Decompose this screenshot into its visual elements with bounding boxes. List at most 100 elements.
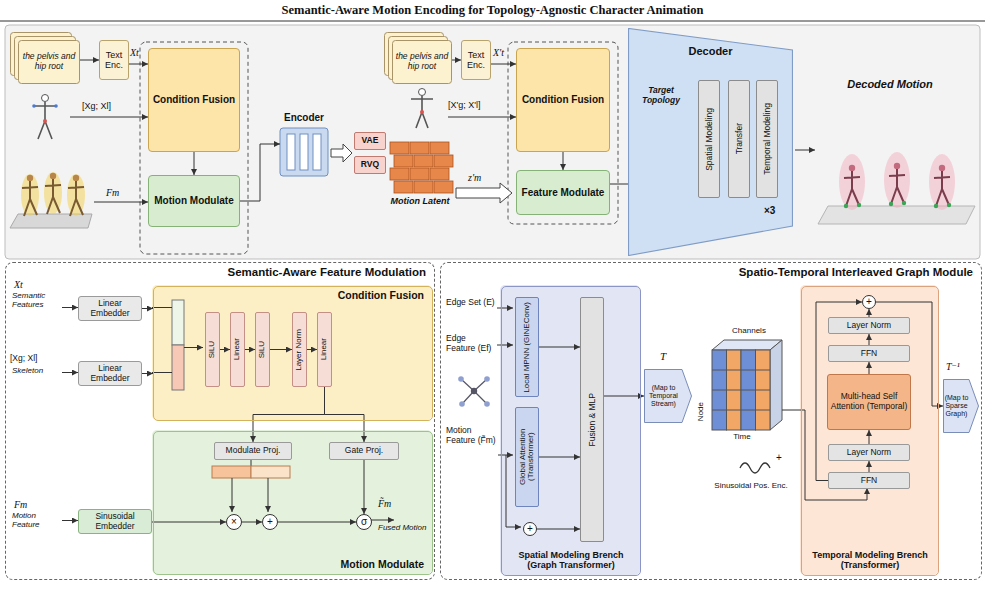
g-shape bbox=[712, 370, 770, 410]
use-shape bbox=[844, 165, 861, 208]
label-text: Sinusoidal Pos. Enc. bbox=[704, 482, 798, 491]
line-shape bbox=[712, 370, 770, 371]
node-text: Condition Fusion bbox=[153, 94, 235, 105]
connector bbox=[491, 64, 516, 65]
label-text: + bbox=[776, 452, 786, 463]
operator-circle: + bbox=[862, 295, 876, 309]
rect-shape bbox=[172, 300, 184, 345]
card-sheet bbox=[19, 41, 80, 84]
node-text: + bbox=[866, 296, 872, 307]
connector bbox=[242, 522, 262, 523]
node-text: Modulate Proj. bbox=[226, 446, 281, 456]
text-card: the pelvis and hip root bbox=[18, 40, 80, 84]
rect-shape bbox=[430, 142, 449, 154]
label-text: [Xg; Xl] bbox=[82, 101, 146, 111]
label-text: Edge Set (E) bbox=[446, 298, 496, 308]
line-shape bbox=[712, 410, 770, 411]
connector bbox=[539, 347, 580, 348]
rect-shape bbox=[394, 181, 413, 193]
node-text: Layer Norm bbox=[847, 321, 891, 331]
embedder-box: Linear Embedder bbox=[78, 361, 142, 386]
operator-circle: × bbox=[226, 514, 242, 530]
node-text: FFN bbox=[861, 349, 878, 359]
block-heading: Motion Modulate bbox=[341, 559, 424, 571]
node-text: SiLU bbox=[258, 341, 266, 358]
connector bbox=[142, 373, 153, 374]
rect-shape bbox=[434, 181, 453, 193]
node-text: Spatial Modeling bbox=[705, 108, 714, 171]
rect-shape bbox=[280, 128, 328, 176]
ellipse-shape bbox=[67, 174, 85, 216]
line-shape bbox=[0, 21, 985, 22]
layer-box: Layer Norm bbox=[828, 444, 910, 461]
node-text: + bbox=[267, 516, 273, 527]
connector bbox=[278, 522, 356, 523]
polygon-shape bbox=[818, 206, 975, 224]
ellipse-shape bbox=[884, 152, 910, 208]
connector bbox=[452, 60, 461, 61]
connector bbox=[325, 387, 365, 442]
line-shape bbox=[62, 520, 78, 521]
node-text: the pelvis and hip root bbox=[18, 52, 80, 71]
label-text: Fm bbox=[106, 187, 128, 198]
circle-shape bbox=[420, 110, 424, 114]
label-text: Xt bbox=[14, 279, 44, 290]
label-text: Channels bbox=[724, 327, 774, 336]
decoder-shape bbox=[629, 29, 793, 256]
line-shape bbox=[268, 478, 269, 512]
node-text: RVQ bbox=[361, 160, 379, 170]
node-text: Motion Modulate bbox=[154, 195, 233, 206]
layer-box: Transfer bbox=[728, 80, 750, 198]
rect-shape bbox=[313, 134, 321, 170]
layer-box: Layer Norm bbox=[292, 312, 307, 387]
rect-shape bbox=[5, 25, 980, 259]
label-text: Motion Feature (F̃m) bbox=[446, 426, 496, 445]
rect-shape bbox=[390, 142, 409, 154]
rect-shape bbox=[212, 466, 251, 478]
use-shape bbox=[22, 175, 38, 216]
circle-shape bbox=[484, 376, 490, 382]
connector bbox=[220, 349, 230, 350]
rect-shape bbox=[251, 466, 290, 478]
rect-shape bbox=[140, 42, 248, 254]
label-text: Time bbox=[726, 433, 758, 442]
node-text: VAE bbox=[362, 136, 379, 146]
circle-shape bbox=[43, 119, 47, 123]
layer-box: FFN bbox=[828, 472, 910, 489]
node-text: Temporal Modeling bbox=[763, 103, 772, 175]
node-text: Local MPNN (GINEConv) bbox=[523, 302, 531, 393]
modulate-box: Feature Modulate bbox=[516, 170, 610, 215]
label-text: T bbox=[660, 350, 676, 362]
layer-box: Global Attention (Transformer) bbox=[515, 407, 539, 507]
rect-shape bbox=[414, 181, 433, 193]
circle-shape bbox=[459, 401, 465, 407]
figure-title: Semantic-Aware Motion Encoding for Topol… bbox=[0, 3, 985, 18]
path-shape bbox=[740, 463, 770, 473]
branch-panel: Spatial Modeling Brench (Graph Transform… bbox=[501, 286, 641, 576]
node-text: Text Enc. bbox=[462, 50, 490, 70]
node-text: Linear bbox=[320, 338, 328, 360]
connector bbox=[364, 460, 365, 514]
panel-fill bbox=[152, 285, 432, 420]
connector bbox=[869, 362, 870, 374]
label-text: Node bbox=[697, 402, 706, 421]
g-shape bbox=[152, 285, 938, 575]
use-shape bbox=[68, 175, 84, 216]
rect-shape bbox=[300, 134, 308, 170]
label-text: Decoded Motion bbox=[830, 78, 950, 90]
label-text: Xt bbox=[130, 47, 146, 58]
ellipse-shape bbox=[929, 154, 955, 210]
mapping-arrow: (Map to Temporal Stream) bbox=[644, 369, 692, 423]
polygon-shape bbox=[10, 214, 92, 228]
layer-box: Spatial Modeling bbox=[698, 80, 720, 198]
node-text: Linear Embedder bbox=[79, 299, 141, 318]
line-shape bbox=[70, 117, 148, 118]
ellipse-shape bbox=[21, 174, 39, 216]
label-text: Fused Motion bbox=[378, 524, 430, 533]
panel-fill bbox=[152, 430, 432, 574]
ellipse-shape bbox=[839, 154, 865, 210]
node-text: Global Attention (Transformer) bbox=[519, 408, 536, 506]
text-card: the pelvis and hip root bbox=[392, 40, 452, 84]
branch-panel: Temporal Modeling Brench (Transformer)+L… bbox=[801, 286, 939, 576]
mapping-arrow: (Map to Sparse Graph) bbox=[943, 379, 979, 433]
